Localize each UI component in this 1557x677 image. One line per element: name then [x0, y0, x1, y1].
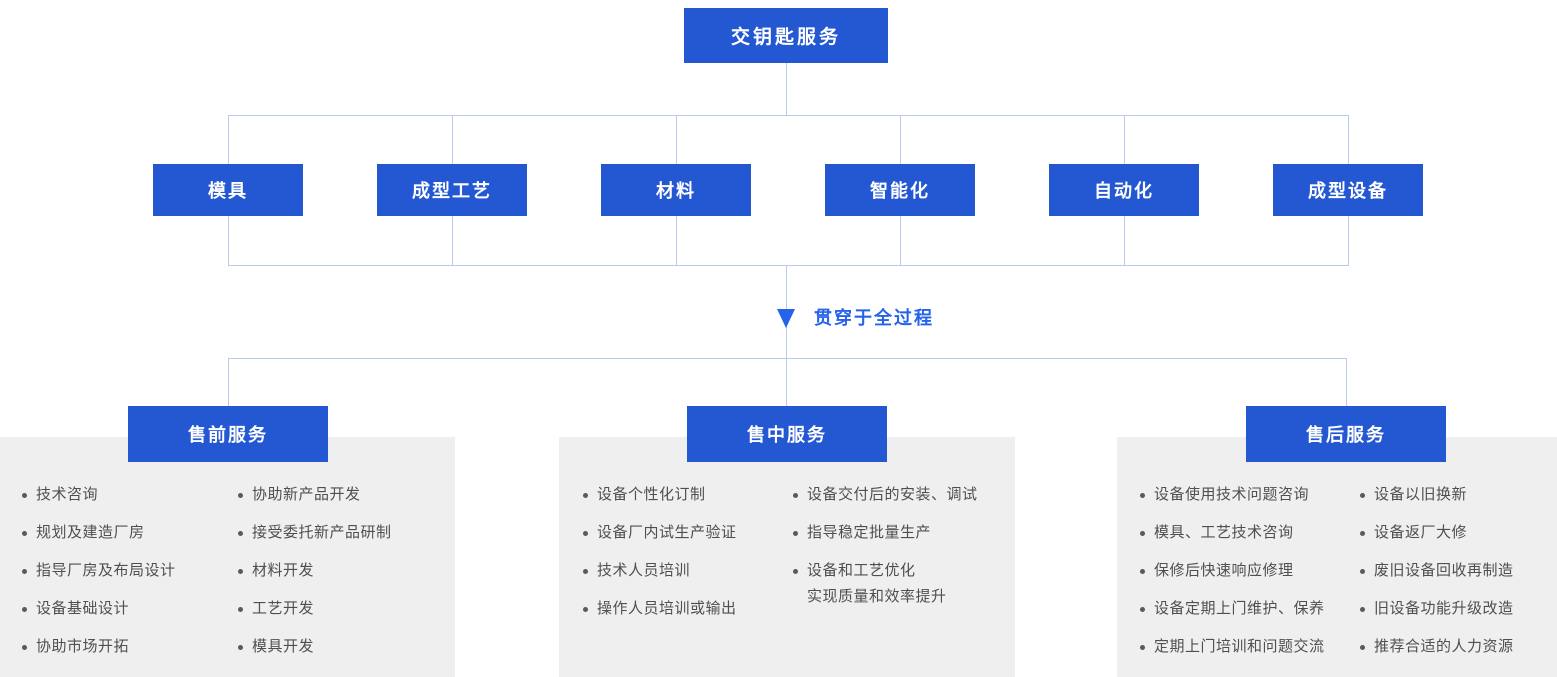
list-item: 工艺开发	[238, 599, 455, 619]
bullet-icon	[1140, 531, 1145, 536]
capability-label: 模具	[208, 181, 248, 201]
bullet-icon	[583, 607, 588, 612]
list-item: 设备和工艺优化 实现质量和效率提升	[793, 561, 1015, 607]
capability-node-intelligence: 智能化	[825, 164, 975, 216]
bullet-icon	[22, 645, 27, 650]
aftersales-service-node: 售后服务	[1246, 406, 1446, 462]
bullet-icon	[1140, 569, 1145, 574]
connector-v-center	[786, 265, 787, 406]
root-node-turnkey-service: 交钥匙服务	[684, 8, 888, 63]
list-item: 协助新产品开发	[238, 485, 455, 505]
list-item: 设备交付后的安装、调试	[793, 485, 1015, 505]
aftersales-panel: 设备使用技术问题咨询 模具、工艺技术咨询 保修后快速响应修理 设备定期上门维护、…	[1117, 437, 1557, 677]
bullet-icon	[1360, 645, 1365, 650]
list-item: 定期上门培训和问题交流	[1140, 637, 1360, 657]
bullet-icon	[238, 493, 243, 498]
bullet-icon	[1140, 493, 1145, 498]
aftersales-list-col1: 设备使用技术问题咨询 模具、工艺技术咨询 保修后快速响应修理 设备定期上门维护、…	[1140, 485, 1360, 657]
insales-service-node: 售中服务	[687, 406, 887, 462]
capability-label: 自动化	[1094, 181, 1154, 201]
insales-list-col2: 设备交付后的安装、调试 指导稳定批量生产 设备和工艺优化 实现质量和效率提升	[793, 485, 1015, 607]
bullet-icon	[1140, 645, 1145, 650]
bullet-icon	[22, 493, 27, 498]
connector-root-stub	[786, 63, 787, 115]
bullet-icon	[238, 645, 243, 650]
bullet-icon	[793, 531, 798, 536]
bullet-icon	[22, 569, 27, 574]
capability-node-molding-equipment: 成型设备	[1273, 164, 1423, 216]
list-item: 设备定期上门维护、保养	[1140, 599, 1360, 619]
list-item: 接受委托新产品研制	[238, 523, 455, 543]
list-item: 模具开发	[238, 637, 455, 657]
presales-panel: 技术咨询 规划及建造厂房 指导厂房及布局设计 设备基础设计 协助市场开拓 协助新…	[0, 437, 455, 677]
list-item: 保修后快速响应修理	[1140, 561, 1360, 581]
list-item: 操作人员培训或输出	[583, 599, 793, 619]
bullet-icon	[583, 493, 588, 498]
list-item: 设备以旧换新	[1360, 485, 1557, 505]
connector-h-bottom	[228, 358, 1347, 359]
bullet-icon	[1360, 607, 1365, 612]
capability-node-automation: 自动化	[1049, 164, 1199, 216]
arrow-down-icon	[777, 309, 795, 328]
service-title-label: 售前服务	[188, 425, 268, 445]
list-item: 模具、工艺技术咨询	[1140, 523, 1360, 543]
list-item: 指导厂房及布局设计	[22, 561, 238, 581]
capability-node-mold: 模具	[153, 164, 303, 216]
list-item: 废旧设备回收再制造	[1360, 561, 1557, 581]
bullet-icon	[1140, 607, 1145, 612]
list-item-second-line: 实现质量和效率提升	[807, 588, 947, 605]
list-item: 协助市场开拓	[22, 637, 238, 657]
bullet-icon	[1360, 493, 1365, 498]
bullet-icon	[1360, 531, 1365, 536]
bullet-icon	[793, 569, 798, 574]
capability-label: 智能化	[870, 181, 930, 201]
aftersales-list-col2: 设备以旧换新 设备返厂大修 废旧设备回收再制造 旧设备功能升级改造 推荐合适的人…	[1360, 485, 1557, 657]
bullet-icon	[22, 607, 27, 612]
bullet-icon	[238, 531, 243, 536]
presales-list-col2: 协助新产品开发 接受委托新产品研制 材料开发 工艺开发 模具开发	[238, 485, 455, 657]
presales-list-col1: 技术咨询 规划及建造厂房 指导厂房及布局设计 设备基础设计 协助市场开拓	[22, 485, 238, 657]
list-item: 规划及建造厂房	[22, 523, 238, 543]
connector-v-aftersales	[1346, 358, 1347, 406]
capability-label: 成型工艺	[412, 181, 492, 201]
list-item: 推荐合适的人力资源	[1360, 637, 1557, 657]
bullet-icon	[1360, 569, 1365, 574]
service-title-label: 售中服务	[747, 425, 827, 445]
list-item: 设备基础设计	[22, 599, 238, 619]
list-item: 设备使用技术问题咨询	[1140, 485, 1360, 505]
process-note-label: 贯穿于全过程	[814, 308, 934, 328]
capability-node-molding-process: 成型工艺	[377, 164, 527, 216]
presales-service-node: 售前服务	[128, 406, 328, 462]
bullet-icon	[583, 531, 588, 536]
bullet-icon	[793, 493, 798, 498]
list-item: 设备厂内试生产验证	[583, 523, 793, 543]
connector-v-presales	[228, 358, 229, 406]
list-item: 技术咨询	[22, 485, 238, 505]
bullet-icon	[583, 569, 588, 574]
list-item: 旧设备功能升级改造	[1360, 599, 1557, 619]
root-node-label: 交钥匙服务	[730, 27, 841, 48]
list-item: 技术人员培训	[583, 561, 793, 581]
bullet-icon	[22, 531, 27, 536]
connector-h-top	[228, 115, 1349, 116]
list-item: 材料开发	[238, 561, 455, 581]
list-item: 指导稳定批量生产	[793, 523, 1015, 543]
list-item: 设备返厂大修	[1360, 523, 1557, 543]
capability-label: 成型设备	[1308, 181, 1388, 201]
insales-panel: 设备个性化订制 设备厂内试生产验证 技术人员培训 操作人员培训或输出 设备交付后…	[559, 437, 1015, 677]
capability-label: 材料	[656, 181, 696, 201]
insales-list-col1: 设备个性化订制 设备厂内试生产验证 技术人员培训 操作人员培训或输出	[583, 485, 793, 619]
list-item: 设备个性化订制	[583, 485, 793, 505]
bullet-icon	[238, 569, 243, 574]
capability-node-material: 材料	[601, 164, 751, 216]
bullet-icon	[238, 607, 243, 612]
service-title-label: 售后服务	[1306, 425, 1386, 445]
connector-h-mid	[228, 265, 1349, 266]
